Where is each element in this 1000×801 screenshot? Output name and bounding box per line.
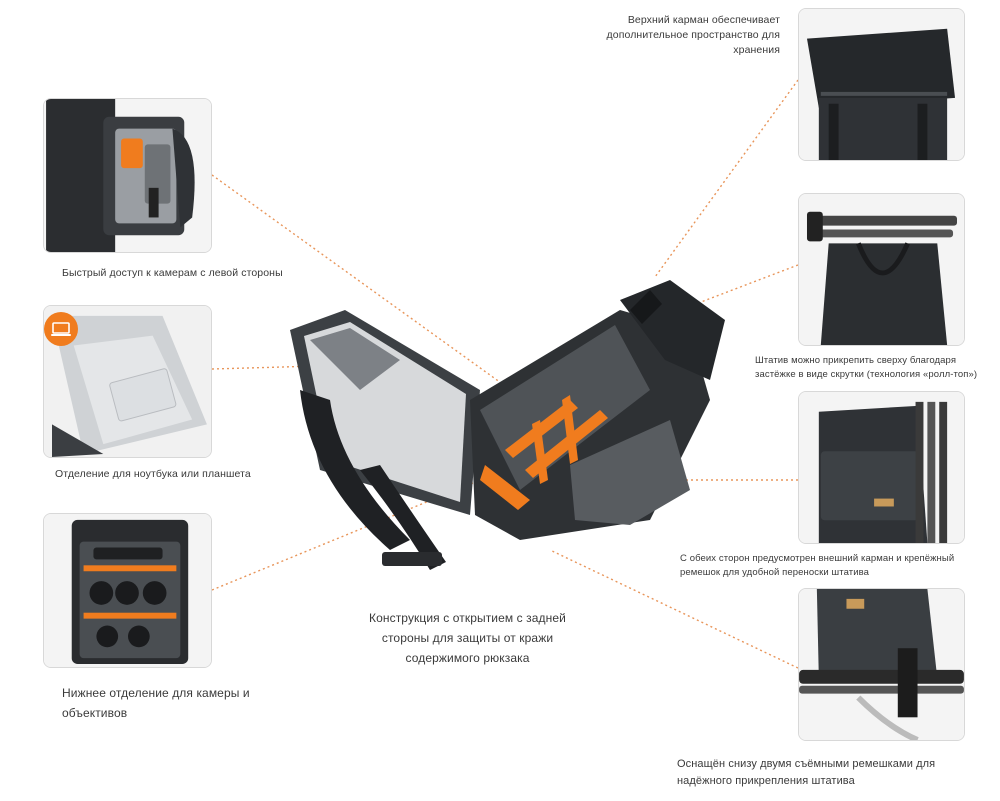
caption-back-opening: Конструкция с открытием с задней стороны… <box>369 611 566 665</box>
caption-top-pocket: Верхний карман обеспечивает дополнительн… <box>606 14 780 56</box>
tripod-top-illustration <box>799 194 964 345</box>
caption-tripod-top: Штатив можно прикрепить сверху благодаря… <box>755 355 978 380</box>
caption-left-access: Быстрый доступ к камерам с левой стороны <box>62 267 283 279</box>
caption-side-pocket: С обеих сторон предусмотрен внешний карм… <box>680 553 955 578</box>
leader-top-pocket <box>654 79 799 278</box>
photo-laptop <box>43 305 212 458</box>
caption-bottom-straps: Оснащён снизу двумя съёмными ремешками д… <box>677 758 936 787</box>
photo-top-pocket <box>798 8 965 161</box>
bottom-camera-illustration <box>44 514 211 667</box>
caption-bottom-camera: Нижнее отделение для камеры и объективов <box>62 686 250 720</box>
side-access-illustration <box>44 99 211 252</box>
photo-tripod-top <box>798 193 965 346</box>
laptop-icon <box>44 312 78 346</box>
bottom-straps-illustration <box>799 589 964 740</box>
backpack-open-main <box>290 280 725 570</box>
laptop-illustration <box>44 306 211 457</box>
photo-bottom-straps <box>798 588 965 741</box>
photo-side-pocket <box>798 391 965 544</box>
caption-laptop: Отделение для ноутбука или планшета <box>55 468 251 480</box>
photo-side-access <box>43 98 212 253</box>
photo-bottom-camera <box>43 513 212 668</box>
top-pocket-illustration <box>799 9 964 160</box>
side-pocket-illustration <box>799 392 964 543</box>
